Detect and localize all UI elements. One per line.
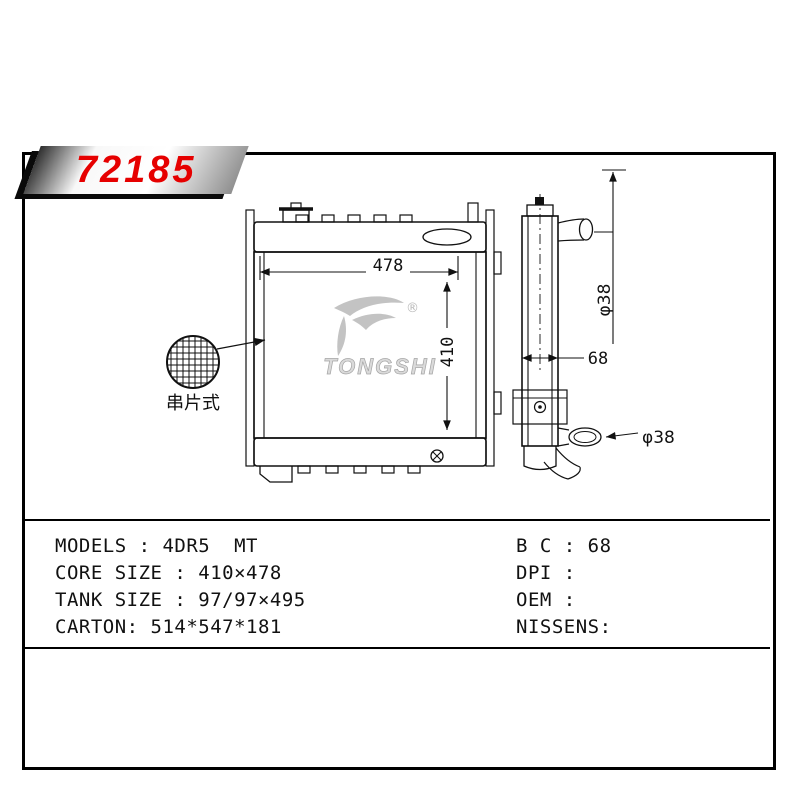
dim-core-height-label: 410 bbox=[438, 337, 458, 368]
radiator-technical-drawing: ® TONGSHI bbox=[166, 169, 675, 483]
dim-core-width-label: 478 bbox=[373, 256, 404, 276]
dim-top-pipe-label: φ38 bbox=[595, 284, 615, 317]
part-number: 72185 bbox=[75, 148, 197, 191]
divider-drawing-specs bbox=[25, 519, 770, 521]
drain-spout bbox=[259, 466, 293, 483]
fin-type-label: 串片式 bbox=[166, 393, 220, 414]
dimension-core-width: 478 bbox=[259, 256, 459, 280]
spec-dpi: DPI : bbox=[516, 562, 588, 584]
front-view bbox=[245, 202, 502, 483]
dimension-bottom-pipe: φ38 bbox=[605, 428, 675, 448]
top-oval-opening bbox=[422, 228, 472, 246]
fin-detail-arrow bbox=[216, 337, 266, 350]
brand-watermark-text: TONGSHI bbox=[323, 354, 437, 379]
divider-specs-footer bbox=[25, 647, 770, 649]
side-view bbox=[512, 194, 602, 480]
bottom-outlet bbox=[555, 447, 581, 468]
top-pipe bbox=[557, 218, 585, 224]
drain-plug bbox=[430, 449, 444, 463]
spec-models: MODELS : 4DR5 MT bbox=[55, 535, 258, 557]
spec-core-size: CORE SIZE : 410×478 bbox=[55, 562, 282, 584]
dimension-side-depth: 68 bbox=[522, 349, 608, 369]
spec-bc: B C : 68 bbox=[516, 535, 612, 557]
spec-nissens: NISSENS: bbox=[516, 616, 612, 638]
bottom-pipe-flange bbox=[568, 427, 602, 447]
fin-detail: 串片式 bbox=[166, 335, 266, 414]
spec-carton: CARTON: 514*547*181 bbox=[55, 616, 282, 638]
tongshi-watermark: ® TONGSHI bbox=[323, 296, 437, 379]
part-number-banner: 72185 bbox=[23, 146, 249, 194]
registered-mark: ® bbox=[406, 301, 419, 316]
spec-oem: OEM : bbox=[516, 589, 588, 611]
spec-list-left: MODELS : 4DR5 MT CORE SIZE : 410×478 TAN… bbox=[55, 533, 306, 641]
dim-side-depth-label: 68 bbox=[588, 349, 608, 369]
dimension-top-pipe: φ38 bbox=[594, 169, 626, 344]
mounting-bracket bbox=[512, 389, 568, 425]
spec-list-right: B C : 68 DPI : OEM : NISSENS: bbox=[516, 533, 612, 641]
outer-frame bbox=[22, 152, 776, 770]
fin-detail-circle bbox=[166, 335, 220, 389]
dimension-core-height: 410 bbox=[437, 282, 458, 430]
spec-tank-size: TANK SIZE : 97/97×495 bbox=[55, 589, 306, 611]
dim-bottom-pipe-label: φ38 bbox=[642, 428, 675, 448]
